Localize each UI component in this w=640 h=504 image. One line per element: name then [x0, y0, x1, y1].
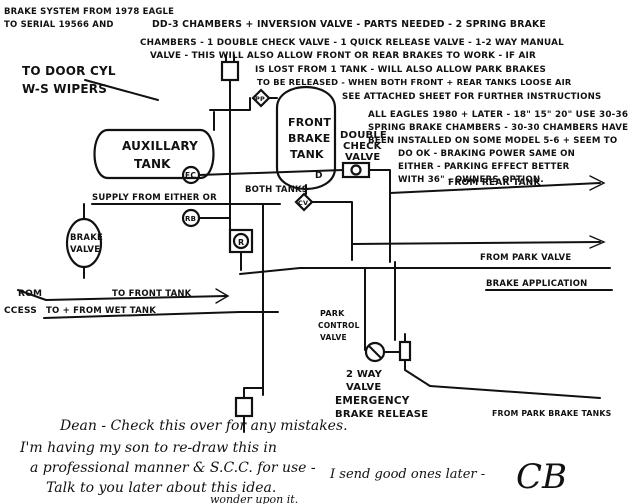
two-way-valve [364, 333, 431, 387]
signature: CB [516, 457, 567, 497]
note-line-9: BEEN INSTALLED ON SOME MODEL 5-6 + SEEM … [368, 136, 617, 146]
check-valve-label-3: VALVE [345, 152, 380, 163]
lower-valve-box [234, 396, 254, 418]
park-valve-line [351, 241, 601, 245]
door-cyl-line [84, 79, 159, 101]
door-cyl-label: TO DOOR CYL [22, 64, 116, 78]
d-label: D [315, 171, 323, 181]
two-way-label-1: 2 WAY [346, 369, 383, 380]
front-brake-tank: FRONT BRAKE TANK [275, 86, 337, 190]
to-front-tank-label: TO FRONT TANK [112, 289, 192, 299]
top-valve-box [220, 60, 240, 82]
brake-app-link [239, 267, 301, 275]
check-valve-label-2: CHECK [343, 141, 383, 152]
upper-branch [209, 97, 251, 111]
park-control-label-1: PARK [320, 309, 345, 318]
note-line-8: SPRING BRAKE CHAMBERS - 30-30 CHAMBERS H… [368, 123, 628, 133]
note-line-1: DD-3 CHAMBERS + INVERSION VALVE - PARTS … [152, 19, 546, 30]
brake-app-label: BRAKE APPLICATION [486, 279, 587, 289]
lower-valve-pipes [243, 387, 264, 433]
relay-valve-circle [232, 232, 250, 250]
aux-tank-label-1: AUXILLARY [122, 139, 198, 153]
cv-out-line [311, 201, 353, 261]
rear-tank-label: FROM REAR TANK [448, 178, 541, 188]
brake-valve: BRAKE VALVE [65, 203, 103, 279]
to-front-arrow [215, 288, 230, 304]
access-label: CCESS [4, 306, 37, 316]
note-line-6: SEE ATTACHED SHEET FOR FURTHER INSTRUCTI… [342, 92, 601, 102]
aux-tank-label-2: TANK [134, 157, 171, 171]
hand-line-2: I'm having my son to re-draw this in [19, 440, 277, 456]
fc-to-check-line [198, 169, 344, 176]
hand-line-1: Dean - Check this over for any mistakes. [59, 418, 348, 434]
check-valve-label-1: DOUBLE [340, 130, 387, 141]
header-notes: BRAKE SYSTEM FROM 1978 EAGLE TO SERIAL 1… [4, 7, 628, 185]
rb-label: RB [185, 215, 196, 223]
hand-line-6: wonder upon it. [210, 493, 298, 504]
check-valve-out [368, 169, 391, 263]
rear-tank-arrow [589, 175, 606, 191]
pp-label: PP [255, 95, 265, 103]
emergency-label-2: BRAKE RELEASE [335, 409, 428, 420]
note-line-5: TO BE RELEASED - WHEN BOTH FRONT + REAR … [257, 77, 572, 87]
auxillary-tank: AUXILLARY TANK [93, 128, 215, 180]
park-control-label-2: CONTROL [318, 321, 360, 330]
rear-tank-line [389, 182, 601, 194]
front-tank-label-2: BRAKE [288, 132, 330, 145]
supply-label: SUPPLY FROM EITHER OR [92, 193, 217, 203]
wet-tank-label: TO + FROM WET TANK [46, 306, 156, 316]
r-label: R [238, 238, 244, 247]
park-control-label-3: VALVE [320, 333, 347, 342]
front-tank-label-1: FRONT [288, 116, 331, 129]
note-line-10: DO OK - BRAKING POWER SAME ON [398, 149, 575, 159]
top-valve-ports [225, 54, 235, 63]
note-line-11: EITHER - PARKING EFFECT BETTER [398, 162, 570, 172]
hand-line-3: a professional manner & S.C.C. for use - [30, 460, 316, 476]
fc-label: FC [185, 171, 196, 180]
emergency-label-1: EMERGENCY [335, 395, 410, 407]
park-brake-tanks-label: FROM PARK BRAKE TANKS [492, 409, 612, 418]
note-line-3: VALVE - THIS WILL ALSO ALLOW FRONT OR RE… [150, 51, 536, 61]
park-valve-label: FROM PARK VALVE [480, 253, 571, 263]
note-line-4: IS LOST FROM 1 TANK - WILL ALSO ALLOW PA… [255, 65, 546, 75]
to-front-line [17, 289, 227, 301]
header-line-2: TO SERIAL 19566 AND [4, 20, 114, 30]
wipers-label: W-S WIPERS [22, 82, 107, 96]
both-tanks-label: BOTH TANKS [245, 185, 308, 195]
note-line-12: WITH 36" - OWNERS OPTION. [398, 175, 544, 185]
brake-valve-label-1: BRAKE [70, 233, 103, 243]
park-brake-tanks-line [429, 385, 601, 399]
note-line-2: CHAMBERS - 1 DOUBLE CHECK VALVE - 1 QUIC… [140, 38, 564, 48]
note-line-7: ALL EAGLES 1980 + LATER - 18" 15" 20" US… [368, 110, 628, 120]
wet-tank-line [43, 311, 279, 319]
hand-line-4: Talk to you later about this idea. [46, 480, 276, 496]
hand-line-5: I send good ones later - [329, 467, 485, 482]
cv-label: CV [298, 199, 308, 207]
header-line-1: BRAKE SYSTEM FROM 1978 EAGLE [4, 7, 174, 17]
brake-valve-label-2: VALVE [70, 245, 100, 255]
two-way-label-2: VALVE [346, 382, 381, 393]
front-tank-label-3: TANK [290, 148, 324, 161]
park-valve-arrow [589, 235, 606, 249]
handwritten-note: Dean - Check this over for any mistakes.… [19, 418, 567, 504]
